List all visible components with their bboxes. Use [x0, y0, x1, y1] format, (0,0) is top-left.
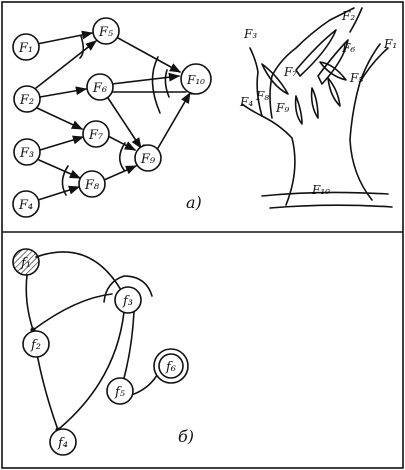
and-arc-f10-outer [151, 56, 161, 114]
edge-f2-f7 [36, 107, 84, 130]
tree-branch-f3 [249, 47, 263, 117]
edge-f9-f10 [157, 92, 191, 149]
edge-f1-f3 [35, 251, 122, 291]
node-label: F₇ [88, 128, 104, 143]
caption-a: а) [186, 193, 202, 212]
tree-label: F₄ [239, 95, 253, 109]
tree-label: F₉ [275, 101, 289, 115]
and-arc-f8 [61, 165, 69, 196]
tree-ground-2 [269, 204, 393, 209]
edge-f7-f9 [107, 135, 136, 151]
tree-leaf-7 [319, 61, 347, 81]
tree-leaf-4 [294, 95, 303, 125]
tree-label: F₇ [283, 65, 297, 79]
edge-f2-f3 [32, 293, 113, 331]
edge-f8-f9 [103, 165, 138, 181]
node-F4: F₄ [12, 190, 40, 218]
caption-b: б) [178, 427, 194, 446]
node-label: f₂ [30, 338, 41, 353]
node-F2: F₂ [13, 85, 41, 113]
node-label: F₂ [19, 93, 34, 108]
tree-label: F₁₀ [311, 183, 330, 197]
node-label: f₆ [165, 360, 176, 375]
node-f6: f₆ [153, 348, 189, 384]
node-label: f₃ [122, 294, 133, 309]
tree-branch-f2 [329, 7, 355, 21]
edge-f3-f4 [59, 311, 125, 429]
node-F9: F₉ [134, 144, 162, 172]
tree-trunk-left [241, 103, 296, 206]
edge-f6-f10 [111, 72, 181, 85]
panel-a-graph: F₁ F₂ F₃ F₄ F₅ F₆ F₇ F₈ [12, 17, 212, 218]
node-label: F₆ [92, 81, 107, 96]
node-f2: f₂ [22, 330, 50, 358]
node-F7: F₇ [82, 120, 110, 148]
node-f4: f₄ [49, 428, 77, 456]
tree-leaf-1 [295, 29, 337, 77]
edge-f3-f8 [38, 159, 82, 179]
node-label: F₅ [98, 25, 114, 40]
and-arc-f5 [79, 35, 85, 59]
tree-branch-f3-b [269, 19, 331, 119]
and-arc-f10-inner [164, 69, 170, 98]
node-label: f₄ [57, 436, 68, 451]
tree-illustration: F₃ F₂ F₆ F₁ F₇ F₅ F₄ F₈ F₉ F₁₀ [239, 7, 397, 209]
tree-leaf-5 [310, 87, 319, 119]
and-arc-f9 [118, 142, 126, 171]
and-arc-f3 [103, 275, 153, 303]
edge-f3-f7 [39, 135, 85, 151]
node-label: f₁ [20, 256, 31, 271]
tree-branch-f2-b [349, 7, 363, 33]
edge-f3-f5 [123, 311, 135, 379]
edge-f1-f5 [36, 30, 94, 45]
node-label: F₉ [140, 152, 156, 167]
node-label: F₁ [18, 41, 33, 56]
tree-label: F₆ [341, 41, 355, 55]
node-label: F₄ [18, 198, 33, 213]
tree-label: F₅ [349, 71, 363, 85]
tree-label: F₁ [383, 37, 397, 51]
node-label: F₁₀ [186, 73, 205, 87]
edge-f4-f8 [37, 185, 81, 201]
node-f5: f₅ [106, 377, 134, 405]
tree-label: F₈ [255, 89, 269, 103]
edge-f6-f9 [107, 97, 142, 149]
node-F1: F₁ [12, 33, 40, 61]
edge-f5-f10 [117, 37, 181, 73]
tree-leaf-2 [317, 39, 349, 85]
tree-label: F₂ [341, 9, 355, 23]
tree-trunk-right [349, 43, 381, 201]
tree-leaf-3 [261, 63, 289, 95]
node-label: F₃ [19, 146, 34, 161]
tree-leaf-6 [327, 77, 341, 107]
tree-branch-f1 [359, 47, 389, 83]
edge-f2-f5 [35, 40, 97, 89]
node-F5: F₅ [92, 17, 120, 45]
panel-b-graph: f₁ f₂ f₃ f₄ f₅ f₆ б) [12, 248, 194, 456]
node-F6: F₆ [86, 73, 114, 101]
node-f1: f₁ [12, 248, 40, 276]
edge-f1-f2 [25, 274, 34, 331]
node-F10: F₁₀ [180, 63, 212, 95]
tree-ground [261, 191, 389, 197]
edge-f2-f6 [39, 86, 88, 98]
node-label: f₅ [114, 385, 126, 400]
node-F3: F₃ [13, 138, 41, 166]
node-F8: F₈ [78, 170, 106, 198]
node-label: F₈ [84, 178, 100, 193]
node-f3: f₃ [114, 286, 142, 314]
tree-label: F₃ [243, 27, 257, 41]
